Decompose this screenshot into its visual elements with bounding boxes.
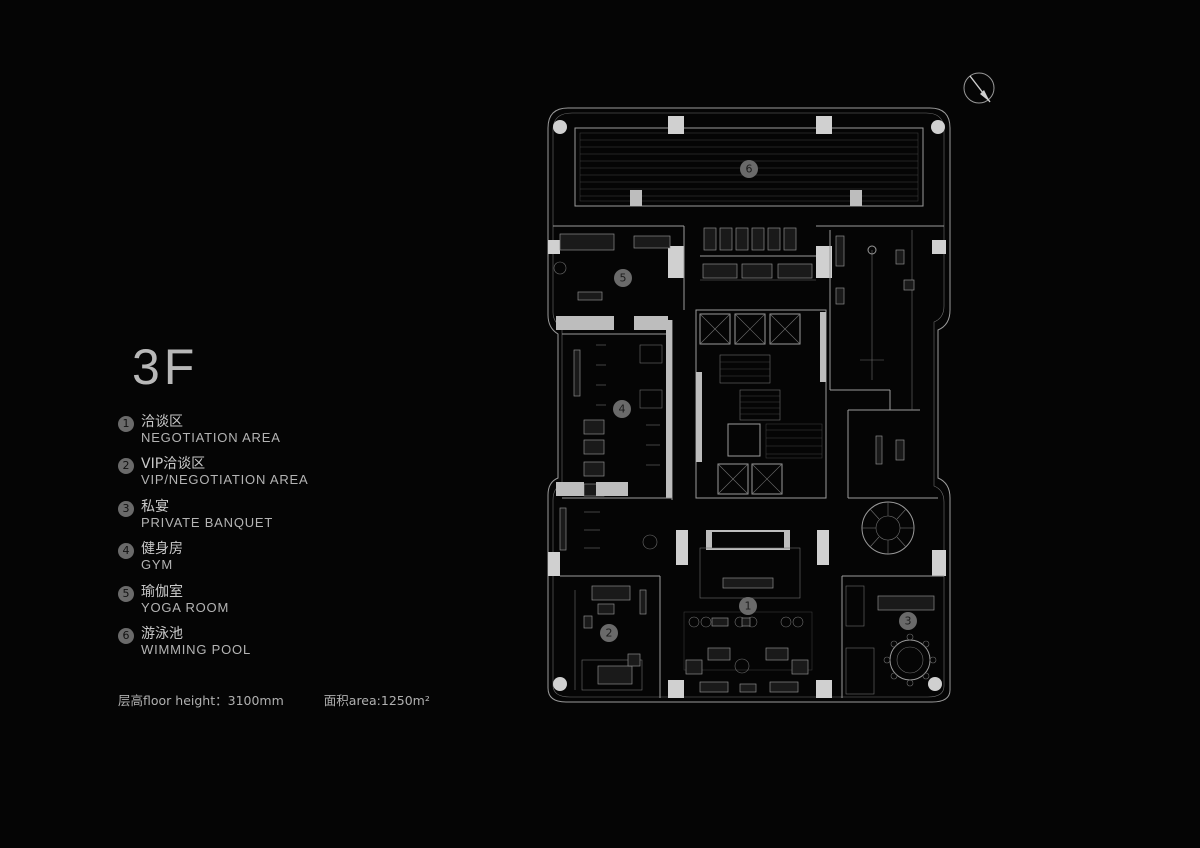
legend-label-cn: 游泳池 bbox=[141, 625, 183, 642]
north-arrow-icon bbox=[963, 72, 995, 104]
legend-label-en: YOGA ROOM bbox=[141, 599, 230, 615]
yoga-room bbox=[553, 233, 671, 330]
room-legend: 1 洽谈区 NEGOTIATION AREA 2 VIP洽谈区 VIP/NEGO… bbox=[118, 414, 378, 668]
locker-bank bbox=[703, 227, 797, 251]
legend-label-cn: 私宴 bbox=[141, 498, 169, 515]
svg-text:3: 3 bbox=[905, 615, 912, 628]
room-marker: 6 bbox=[740, 160, 758, 178]
legend-label-en: VIP/NEGOTIATION AREA bbox=[141, 472, 309, 488]
interior-walls bbox=[553, 225, 944, 698]
structural-columns bbox=[548, 116, 946, 698]
restroom-fixtures bbox=[835, 235, 915, 465]
svg-text:5: 5 bbox=[620, 272, 627, 285]
building-outline bbox=[547, 107, 951, 703]
legend-label-cn: 洽谈区 bbox=[141, 414, 183, 430]
legend-item: 4 健身房 GYM bbox=[118, 541, 378, 583]
legend-item: 6 游泳池 WIMMING POOL bbox=[118, 626, 378, 668]
svg-text:4: 4 bbox=[619, 403, 626, 416]
legend-number: 2 bbox=[118, 458, 134, 475]
floor-info: 层高floor height：3100mm 面积area:1250m² bbox=[118, 690, 430, 709]
swimming-pool bbox=[574, 127, 924, 207]
legend-label-en: WIMMING POOL bbox=[141, 641, 251, 657]
legend-item: 3 私宴 PRIVATE BANQUET bbox=[118, 499, 378, 541]
legend-item: 1 洽谈区 NEGOTIATION AREA bbox=[118, 414, 378, 456]
legend-label-en: NEGOTIATION AREA bbox=[141, 430, 281, 445]
legend-label-cn: 健身房 bbox=[141, 541, 183, 558]
room-marker: 2 bbox=[600, 624, 618, 642]
spiral-staircase bbox=[861, 501, 915, 555]
legend-number: 1 bbox=[118, 416, 134, 432]
legend-label-cn: VIP洽谈区 bbox=[141, 456, 206, 473]
legend-item: 2 VIP洽谈区 VIP/NEGOTIATION AREA bbox=[118, 456, 378, 498]
private-banquet-furniture bbox=[845, 585, 937, 695]
svg-text:1: 1 bbox=[745, 600, 752, 613]
gym-equipment bbox=[556, 344, 663, 551]
floor-height-text: 层高floor height：3100mm bbox=[118, 693, 284, 708]
legend-item: 5 瑜伽室 YOGA ROOM bbox=[118, 584, 378, 626]
room-marker: 5 bbox=[614, 269, 632, 287]
legend-number: 3 bbox=[118, 500, 134, 517]
elevator-core bbox=[695, 309, 827, 499]
room-marker: 1 bbox=[739, 597, 757, 615]
floor-area-text: 面积area:1250m² bbox=[323, 693, 430, 708]
vip-room-furniture bbox=[581, 585, 647, 691]
legend-number: 5 bbox=[118, 585, 134, 602]
legend-label-en: GYM bbox=[141, 557, 174, 573]
room-marker: 4 bbox=[613, 400, 631, 418]
legend-label-en: PRIVATE BANQUET bbox=[141, 514, 274, 530]
svg-text:6: 6 bbox=[746, 163, 753, 176]
floor-title: 3F bbox=[132, 339, 199, 395]
legend-number: 6 bbox=[118, 627, 134, 644]
legend-number: 4 bbox=[118, 543, 134, 560]
negotiation-area-furniture bbox=[683, 611, 813, 693]
legend-label-cn: 瑜伽室 bbox=[141, 583, 183, 600]
svg-text:2: 2 bbox=[606, 627, 613, 640]
room-marker: 3 bbox=[899, 612, 917, 630]
